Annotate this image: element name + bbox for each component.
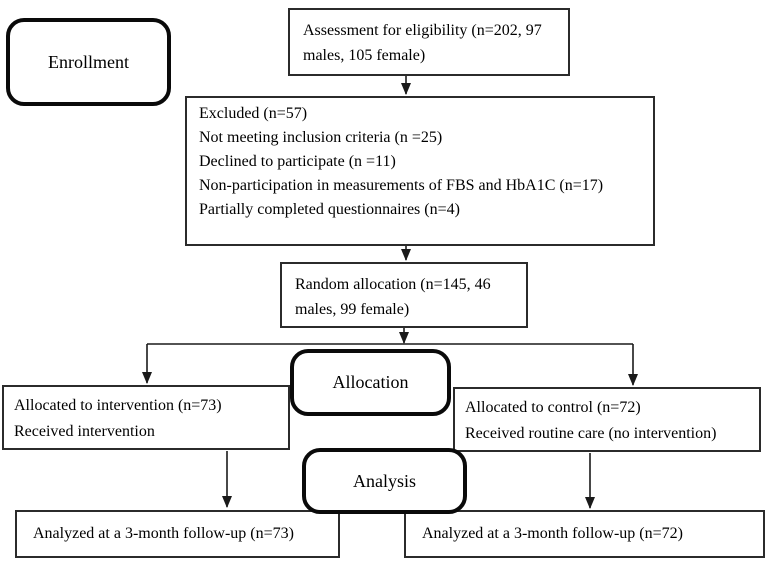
allocation-label: Allocation bbox=[332, 372, 409, 392]
allocation-stage-box: Allocation bbox=[290, 349, 451, 416]
intervention-line: Allocated to intervention (n=73) bbox=[14, 397, 222, 414]
assessment-box: Assessment for eligibility (n=202, 97 ma… bbox=[288, 8, 570, 76]
excluded-line: Excluded (n=57) bbox=[199, 105, 308, 122]
random-allocation-text: Random allocation (n=145, 46 males, 99 f… bbox=[295, 276, 491, 318]
control-box: Allocated to control (n=72) Received rou… bbox=[453, 387, 761, 452]
analyzed-intervention-text: Analyzed at a 3-month follow-up (n=73) bbox=[33, 525, 294, 542]
analyzed-control-box: Analyzed at a 3-month follow-up (n=72) bbox=[404, 510, 765, 558]
excluded-line: Declined to participate (n =11) bbox=[199, 153, 396, 170]
intervention-line: Received intervention bbox=[14, 423, 155, 440]
analyzed-intervention-box: Analyzed at a 3-month follow-up (n=73) bbox=[15, 510, 340, 558]
enrollment-label: Enrollment bbox=[48, 51, 129, 72]
excluded-box: Excluded (n=57) Not meeting inclusion cr… bbox=[185, 96, 655, 246]
excluded-line: Non-participation in measurements of FBS… bbox=[199, 177, 604, 194]
control-line: Allocated to control (n=72) bbox=[465, 399, 641, 416]
analyzed-control-text: Analyzed at a 3-month follow-up (n=72) bbox=[422, 525, 683, 542]
assessment-text: Assessment for eligibility (n=202, 97 ma… bbox=[303, 22, 542, 64]
analysis-stage-box: Analysis bbox=[302, 448, 467, 514]
random-allocation-box: Random allocation (n=145, 46 males, 99 f… bbox=[280, 262, 528, 328]
control-line: Received routine care (no intervention) bbox=[465, 425, 717, 442]
excluded-line: Not meeting inclusion criteria (n =25) bbox=[199, 129, 443, 146]
excluded-line: Partially completed questionnaires (n=4) bbox=[199, 201, 460, 218]
analysis-label: Analysis bbox=[353, 470, 416, 491]
enrollment-stage-box: Enrollment bbox=[6, 18, 171, 106]
intervention-box: Allocated to intervention (n=73) Receive… bbox=[2, 385, 290, 450]
